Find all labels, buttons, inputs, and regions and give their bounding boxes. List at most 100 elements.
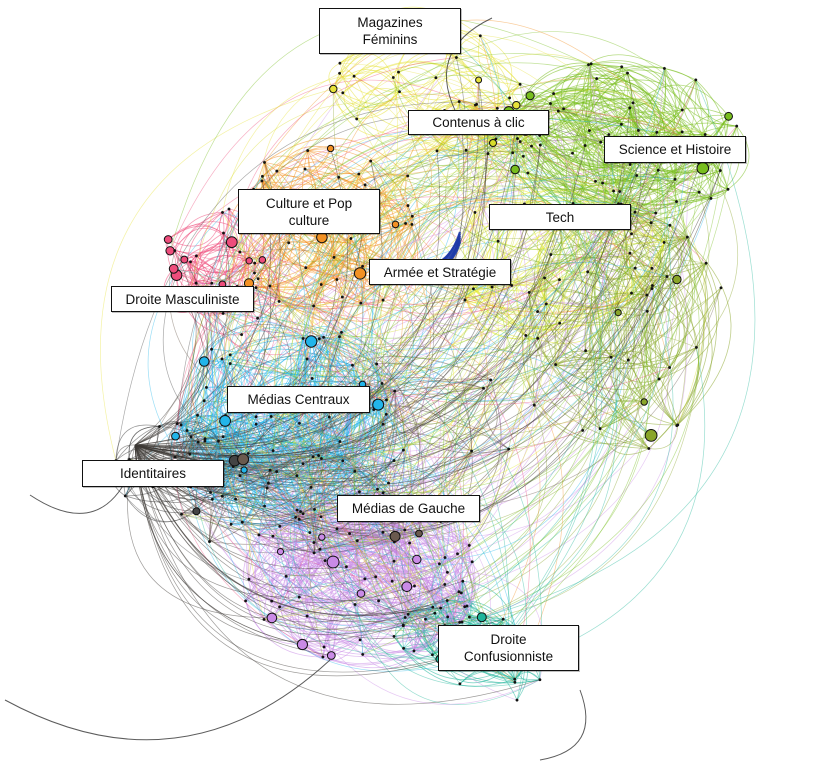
graph-node <box>240 466 248 474</box>
graph-edge <box>537 262 707 324</box>
graph-node <box>626 358 630 362</box>
graph-edge <box>134 444 445 623</box>
graph-node <box>614 309 622 317</box>
graph-edge <box>272 450 395 547</box>
graph-node <box>607 133 611 136</box>
graph-node <box>266 481 270 485</box>
graph-node <box>402 646 406 650</box>
graph-edge <box>208 384 363 482</box>
graph-node <box>495 106 499 110</box>
graph-node <box>311 455 315 459</box>
graph-edge <box>257 259 279 319</box>
graph-node <box>326 555 340 569</box>
graph-edge <box>555 312 619 366</box>
graph-node <box>460 620 464 624</box>
graph-edge <box>230 348 404 451</box>
graph-node <box>482 386 485 390</box>
graph-node <box>338 335 341 339</box>
graph-node <box>238 474 242 478</box>
graph-node <box>530 144 533 148</box>
graph-edge <box>336 279 384 304</box>
graph-edge <box>309 383 394 533</box>
graph-edge <box>177 423 199 443</box>
graph-edge <box>269 470 460 601</box>
graph-edge <box>491 211 595 292</box>
graph-node <box>189 260 192 264</box>
graph-node <box>317 454 321 458</box>
graph-edge <box>273 209 465 608</box>
graph-edge <box>189 295 342 356</box>
graph-node <box>352 74 356 78</box>
graph-node <box>158 425 161 428</box>
graph-node <box>240 333 244 337</box>
graph-edge <box>222 232 236 285</box>
graph-edge <box>555 350 679 425</box>
graph-edge <box>339 37 484 338</box>
graph-edge <box>406 379 503 587</box>
graph-node <box>234 497 238 501</box>
graph-edge <box>235 253 631 508</box>
graph-edge <box>349 300 619 515</box>
graph-edge <box>115 444 136 461</box>
graph-node <box>599 140 603 144</box>
graph-edge <box>226 77 394 511</box>
graph-node <box>361 652 365 656</box>
graph-edge <box>298 257 470 546</box>
graph-edge <box>358 123 622 492</box>
graph-node <box>633 266 637 270</box>
graph-node <box>408 541 412 545</box>
graph-edge <box>563 79 729 145</box>
graph-edge <box>276 266 414 472</box>
graph-edge <box>676 279 713 426</box>
graph-node <box>203 439 207 443</box>
graph-edge <box>352 169 516 602</box>
graph-edge <box>352 364 427 578</box>
graph-edge <box>592 276 668 429</box>
graph-node <box>601 181 605 185</box>
graph-edge <box>174 212 223 251</box>
graph-edge <box>539 135 729 205</box>
graph-edge <box>197 363 308 617</box>
graph-edge <box>115 424 160 461</box>
graph-node <box>271 534 275 538</box>
graph-edge <box>274 153 489 567</box>
graph-edge <box>204 400 234 471</box>
graph-edge <box>173 286 324 658</box>
graph-edge <box>352 201 677 383</box>
graph-edge <box>332 88 612 359</box>
graph-node <box>719 286 723 290</box>
graph-node <box>587 129 591 133</box>
graph-edge <box>174 436 219 458</box>
graph-node <box>294 515 298 519</box>
graph-edge <box>295 390 396 518</box>
graph-edge <box>630 201 677 296</box>
graph-edge <box>511 217 583 286</box>
graph-node <box>490 285 494 289</box>
graph-edge <box>336 302 648 529</box>
graph-edge <box>587 271 619 313</box>
graph-edge <box>257 224 413 303</box>
graph-edge <box>263 592 395 637</box>
graph-node <box>583 144 587 147</box>
graph-edge <box>281 364 353 554</box>
graph-node <box>406 204 410 208</box>
graph-edge <box>346 564 406 618</box>
graph-edge <box>222 212 547 351</box>
graph-edge <box>255 284 322 307</box>
graph-edge <box>650 217 688 238</box>
graph-edge <box>313 112 683 307</box>
graph-node <box>510 283 514 287</box>
graph-node <box>512 101 521 110</box>
graph-edge <box>333 73 357 120</box>
graph-edge <box>258 532 379 602</box>
graph-edge <box>247 453 473 567</box>
graph-edge <box>629 84 729 117</box>
graph-node <box>657 377 661 381</box>
graph-edge <box>280 509 316 552</box>
graph-edge <box>403 203 628 627</box>
graph-node <box>470 449 474 453</box>
graph-edge <box>208 469 407 598</box>
graph-node <box>171 431 180 441</box>
graph-node <box>253 271 256 275</box>
